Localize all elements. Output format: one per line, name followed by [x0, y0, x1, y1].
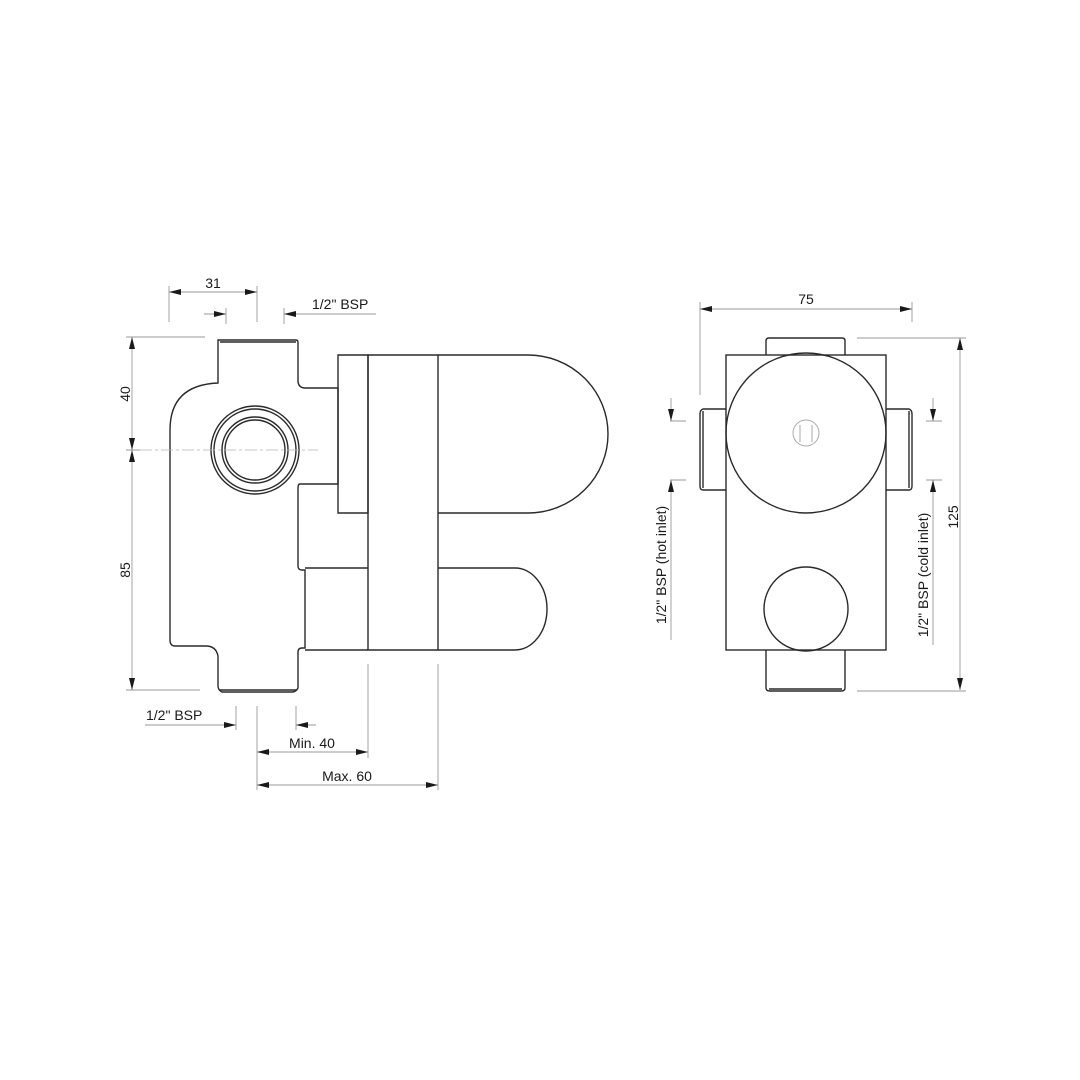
dim-bottom-bsp-label: 1/2" BSP — [146, 707, 202, 723]
bottom-port — [765, 650, 846, 692]
dim-top-bsp-label: 1/2" BSP — [312, 296, 368, 312]
dim-75-label: 75 — [798, 291, 814, 307]
handle-center-marker-icon — [792, 419, 820, 447]
hot-inlet-label: 1/2" BSP (hot inlet) — [653, 506, 669, 624]
top-port — [765, 337, 846, 355]
side-view: 31 1/2" BSP 40 85 1/2" BSP Min. 40 Max. … — [117, 275, 609, 790]
main-handle — [438, 354, 609, 514]
dim-max-60-label: Max. 60 — [322, 768, 372, 784]
trim-flange-upper — [337, 354, 369, 514]
dim-40-label: 40 — [117, 386, 133, 402]
diverter-knob — [763, 566, 849, 652]
diverter-handle — [438, 567, 548, 651]
dim-85-label: 85 — [117, 562, 133, 578]
dim-125-label: 125 — [945, 505, 961, 529]
cold-inlet-port — [886, 408, 913, 491]
cold-inlet-label: 1/2" BSP (cold inlet) — [915, 513, 931, 638]
front-view: 75 125 1/2" BSP (hot inlet) 1/2" BSP (co… — [653, 291, 966, 692]
body-plate — [725, 354, 887, 651]
main-handle-knob — [725, 352, 887, 514]
dim-min-40-label: Min. 40 — [289, 735, 335, 751]
trim-plate — [367, 354, 439, 651]
hot-inlet-port — [699, 408, 726, 491]
valve-body-outline — [169, 339, 339, 693]
dim-31-label: 31 — [205, 275, 221, 291]
